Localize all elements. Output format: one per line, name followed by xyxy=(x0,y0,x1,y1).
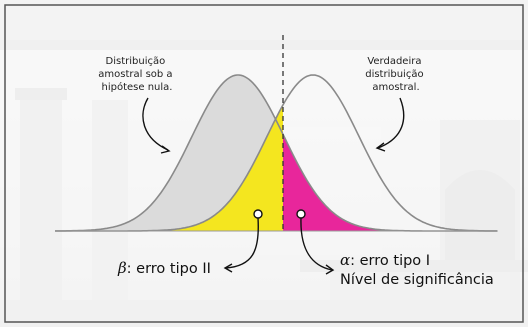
significance-label: Nível de significância xyxy=(340,272,494,288)
alpha-region xyxy=(283,134,498,231)
frame-border xyxy=(4,4,524,323)
beta-arrow xyxy=(225,217,259,269)
true-label-arrowhead xyxy=(375,142,386,152)
null-distribution-label: Distribuição amostral sob a hipótese nul… xyxy=(98,56,175,93)
null-label-arrowhead xyxy=(160,145,171,154)
alpha-arrowhead xyxy=(325,264,335,275)
beta-symbol: β xyxy=(117,259,127,277)
alpha-marker xyxy=(296,209,306,219)
alpha-label: α: erro tipo I xyxy=(340,251,430,269)
beta-region xyxy=(55,104,283,231)
beta-arrowhead xyxy=(223,263,233,273)
alpha-arrow xyxy=(300,217,333,271)
alpha-text: : erro tipo I xyxy=(350,253,430,269)
true-label-arrow xyxy=(377,97,405,149)
distribution-regions xyxy=(55,75,498,231)
beta-marker xyxy=(253,209,263,219)
beta-label: β: erro tipo II xyxy=(117,259,211,277)
beta-text: : erro tipo II xyxy=(127,261,211,277)
true-distribution-label: Verdadeira distribuição amostral. xyxy=(365,56,427,93)
alpha-symbol: α xyxy=(340,251,350,269)
null-label-arrow xyxy=(142,97,169,151)
